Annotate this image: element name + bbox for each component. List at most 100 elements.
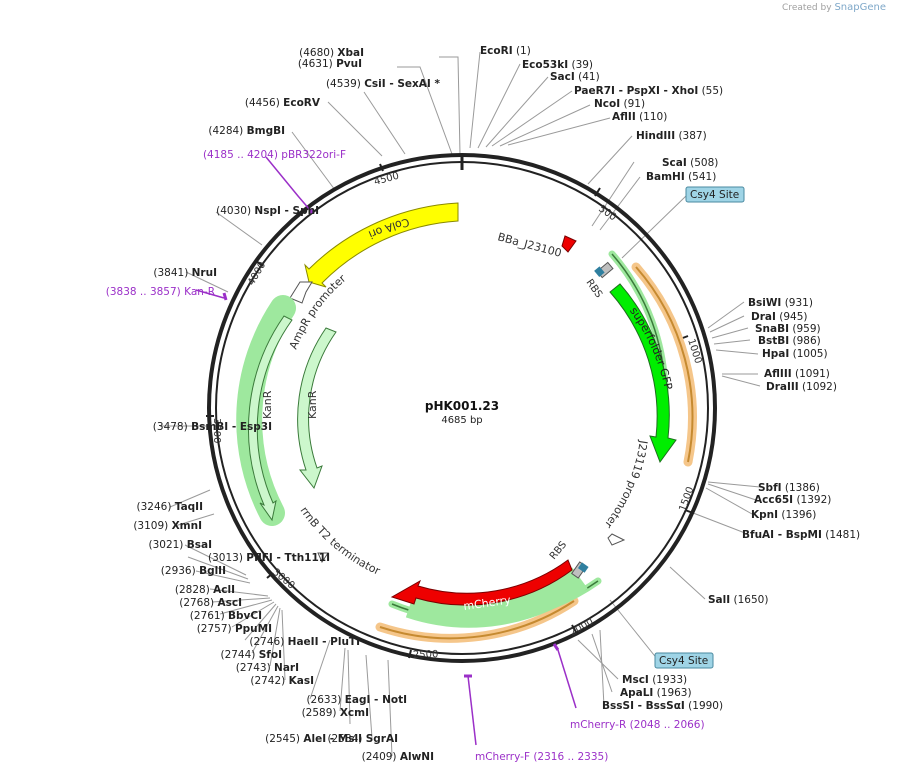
site-label-21[interactable]: (2743) NarI xyxy=(236,662,299,674)
site-position: (1963) xyxy=(657,687,692,699)
site-label-50[interactable]: AflII (110) xyxy=(612,111,667,123)
site-label-12[interactable]: (3021) BsaI xyxy=(148,539,212,551)
ampr-promoter-feature[interactable] xyxy=(289,281,313,304)
site-label-54[interactable]: Eco53kI (39) xyxy=(522,59,593,71)
site-label-20[interactable]: (2744) SfoI xyxy=(220,649,282,661)
site-position: (959) xyxy=(792,323,820,335)
site-name: XcmI xyxy=(340,707,369,719)
site-label-29[interactable]: mCherry-R (2048 .. 2066) xyxy=(570,719,705,731)
j23119-promoter-feature[interactable] xyxy=(607,533,626,546)
rbs-top-label: RBS xyxy=(584,277,604,300)
csy4-bottom-box[interactable] xyxy=(578,562,589,573)
site-label-0[interactable]: (4680) XbaI xyxy=(299,47,364,59)
site-label-53[interactable]: SacI (41) xyxy=(550,71,600,83)
site-label-49[interactable]: HindIII (387) xyxy=(636,130,707,142)
bba-j23100-feature[interactable] xyxy=(561,235,577,253)
site-label-22[interactable]: (2742) KasI xyxy=(250,675,314,687)
csy4-site-box[interactable] xyxy=(654,652,714,669)
site-label-23[interactable]: (2633) EagI - NotI xyxy=(306,694,407,706)
site-label-31[interactable]: ApaLI (1963) xyxy=(620,687,692,699)
site-name: BsiWI xyxy=(748,297,781,309)
site-label-37[interactable]: Acc65I (1392) xyxy=(754,494,831,506)
site-label-46[interactable]: Csy4 Site xyxy=(690,189,739,201)
site-label-11[interactable]: (3109) XmnI xyxy=(133,520,202,532)
site-label-48[interactable]: ScaI (508) xyxy=(662,157,718,169)
rrnb-terminator-feature[interactable] xyxy=(317,552,329,564)
mcherry-feature[interactable] xyxy=(390,559,573,606)
gfp-feature[interactable] xyxy=(609,283,677,464)
site-label-1[interactable]: (4631) PvuI xyxy=(298,58,362,70)
site-label-34[interactable]: SalI (1650) xyxy=(708,594,768,606)
site-position: (1481) xyxy=(825,529,860,541)
site-label-52[interactable]: PaeR7I - PspXI - XhoI (55) xyxy=(574,85,723,97)
site-label-44[interactable]: DraI (945) xyxy=(751,311,807,323)
site-position: (1091) xyxy=(795,368,830,380)
site-name: Eco53kI xyxy=(522,59,568,71)
site-label-38[interactable]: SbfI (1386) xyxy=(758,482,820,494)
kanr-outer-label: KanR xyxy=(261,390,274,419)
site-label-36[interactable]: KpnI (1396) xyxy=(751,509,816,521)
site-name: BamHI xyxy=(646,171,685,183)
kanr-inner-feature[interactable] xyxy=(297,327,337,490)
site-label-51[interactable]: NcoI (91) xyxy=(594,98,645,110)
site-position: (4539) xyxy=(326,78,361,90)
site-label-33[interactable]: Csy4 Site xyxy=(659,655,708,667)
site-name: HindIII xyxy=(636,130,675,142)
site-position: (1092) xyxy=(802,381,837,393)
primer-marks xyxy=(195,156,577,746)
site-position: (2584) xyxy=(327,733,362,745)
site-label-3[interactable]: (4456) EcoRV xyxy=(245,97,321,109)
site-name: MscI xyxy=(622,674,649,686)
cola-ori-feature[interactable] xyxy=(304,202,459,288)
site-label-14[interactable]: (2936) BglII xyxy=(161,565,226,577)
site-name: BmgBI xyxy=(247,125,285,137)
site-label-18[interactable]: (2757) PpuMI xyxy=(197,623,272,635)
site-label-47[interactable]: BamHI (541) xyxy=(646,171,716,183)
site-label-10[interactable]: (3246) TaqII xyxy=(137,501,204,513)
site-label-5[interactable]: (4185 .. 4204) pBR322ori-F xyxy=(203,149,346,161)
site-name: SbfI xyxy=(758,482,782,494)
site-position: (3478) xyxy=(153,421,188,433)
site-label-35[interactable]: BfuAI - BspMI (1481) xyxy=(742,529,860,541)
site-label-15[interactable]: (2828) AclI xyxy=(175,584,235,596)
site-label-6[interactable]: (4030) NspI - SphI xyxy=(216,205,319,217)
site-label-26[interactable]: (2545) AleI - MslI xyxy=(265,733,362,745)
site-label-13[interactable]: (3013) PflFI - Tth111I xyxy=(208,552,330,564)
site-label-19[interactable]: (2746) HaeII - PluTI xyxy=(249,636,360,648)
site-label-45[interactable]: BsiWI (931) xyxy=(748,297,813,309)
csy4-top-box[interactable] xyxy=(594,266,605,277)
site-label-30[interactable]: BssSI - BssSαI (1990) xyxy=(602,700,723,712)
site-name: NarI xyxy=(274,662,299,674)
site-label-9[interactable]: (3478) BsmBI - Esp3I xyxy=(153,421,272,433)
site-label-41[interactable]: HpaI (1005) xyxy=(762,348,828,360)
site-position: (1396) xyxy=(781,509,816,521)
site-label-24[interactable]: (2589) XcmI xyxy=(302,707,369,719)
site-name: Kan-R xyxy=(184,286,215,298)
site-label-17[interactable]: (2761) BbvCI xyxy=(190,610,262,622)
site-label-7[interactable]: (3841) NruI xyxy=(153,267,217,279)
site-label-25[interactable]: (2584) SgrAI xyxy=(327,733,398,745)
site-position: (931) xyxy=(785,297,813,309)
site-label-2[interactable]: (4539) CsiI - SexAI * xyxy=(326,78,441,90)
site-label-28[interactable]: mCherry-F (2316 .. 2335) xyxy=(475,751,608,763)
site-position: (2744) xyxy=(220,649,255,661)
site-label-42[interactable]: BstBI (986) xyxy=(758,335,821,347)
site-label-4[interactable]: (4284) BmgBI xyxy=(208,125,285,137)
tick-3500: 3500 xyxy=(211,418,222,443)
site-position: (1005) xyxy=(793,348,828,360)
site-label-8[interactable]: (3838 .. 3857) Kan-R xyxy=(106,286,215,298)
csy4-site-box[interactable] xyxy=(685,186,745,203)
site-label-16[interactable]: (2768) AscI xyxy=(179,597,242,609)
site-label-40[interactable]: AflIII (1091) xyxy=(764,368,830,380)
site-label-27[interactable]: (2409) AlwNI xyxy=(362,751,434,763)
snapgene-credit: Created by SnapGene xyxy=(782,2,886,13)
credit-prefix: Created by xyxy=(782,3,832,13)
site-position: (1650) xyxy=(734,594,769,606)
site-label-32[interactable]: MscI (1933) xyxy=(622,674,687,686)
site-label-39[interactable]: DraIII (1092) xyxy=(766,381,837,393)
site-label-55[interactable]: EcoRI (1) xyxy=(480,45,531,57)
site-name: PflFI - Tth111I xyxy=(246,552,330,564)
site-label-43[interactable]: SnaBI (959) xyxy=(755,323,821,335)
kanr-outer-feature[interactable] xyxy=(247,315,293,522)
site-name: AflIII xyxy=(764,368,792,380)
